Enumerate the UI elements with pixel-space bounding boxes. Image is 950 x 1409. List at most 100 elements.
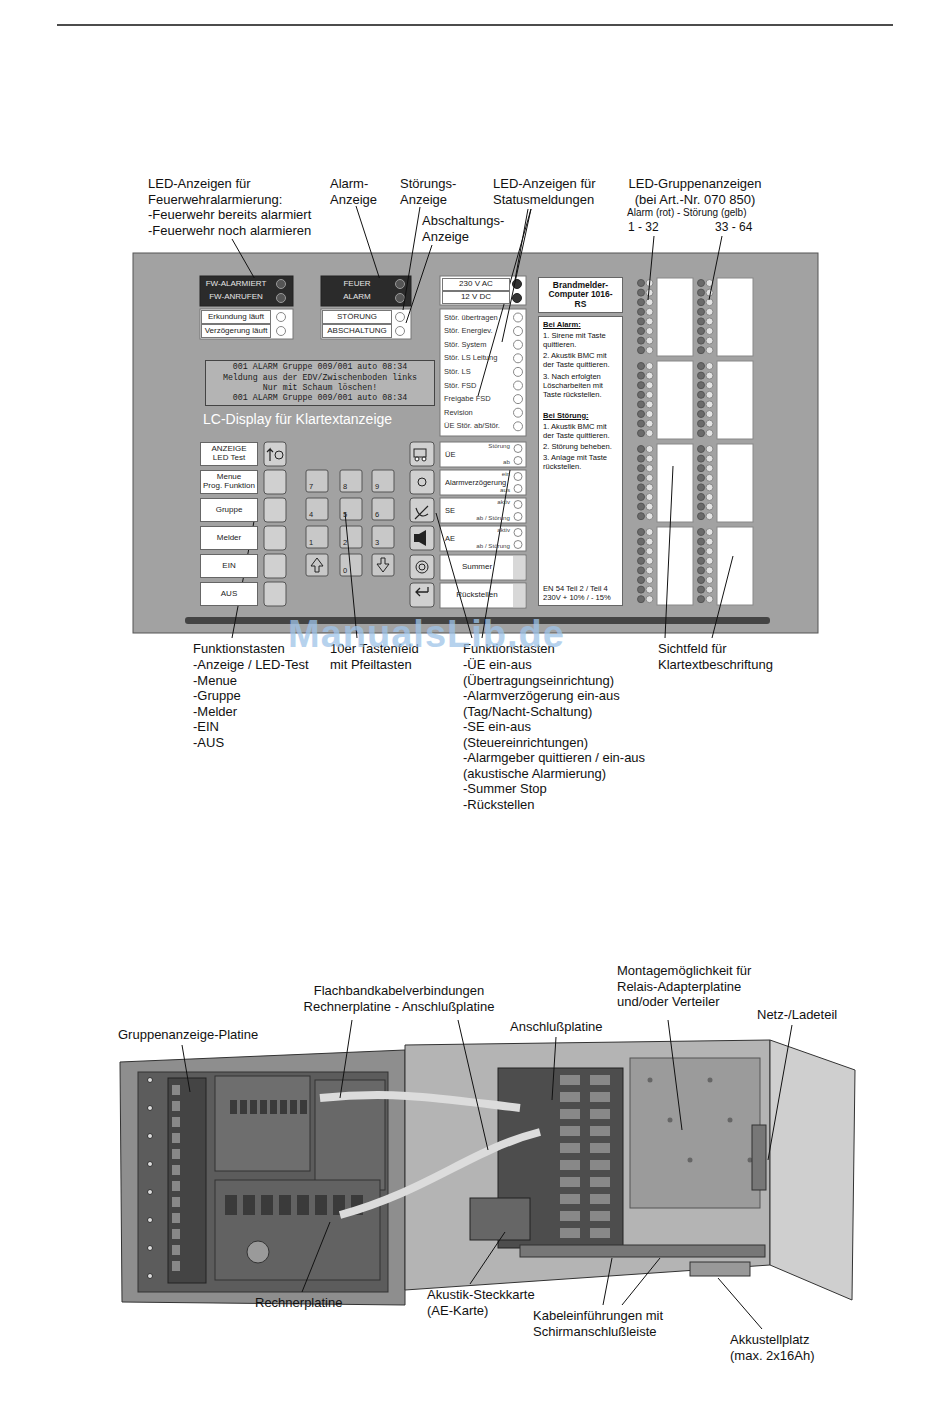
- computer-board: [215, 1180, 380, 1280]
- group-led: [706, 318, 713, 325]
- box-text: ÜE Stör. ab/Stör.: [444, 422, 500, 430]
- group-led: [646, 337, 653, 344]
- terminal: [560, 1194, 580, 1204]
- group-led: [706, 513, 713, 520]
- callout-label: -AUS: [193, 735, 224, 751]
- group-led: [646, 465, 653, 472]
- group-led: [646, 401, 653, 408]
- box-text: Störung: [488, 443, 510, 450]
- key-plate: [440, 555, 526, 580]
- terminal: [590, 1160, 610, 1170]
- group-led: [638, 557, 645, 564]
- terminal: [560, 1177, 580, 1187]
- leader-line: [340, 1020, 352, 1098]
- group-led: [698, 363, 705, 370]
- key-button: [410, 583, 434, 607]
- group-led: [646, 577, 653, 584]
- led: [277, 280, 286, 289]
- cable-entry-strip: [520, 1245, 765, 1257]
- callout-label: Alarm- Anzeige: [330, 176, 385, 207]
- panel-box: EIN: [200, 554, 258, 578]
- panel-box: AEaktivab / Störung: [441, 526, 513, 551]
- group-led: [698, 529, 705, 536]
- group-led: [638, 474, 645, 481]
- box-text: ALARM: [343, 293, 371, 302]
- callout-label: Netz-/Ladeteil: [757, 1007, 837, 1023]
- key-plate: [440, 498, 526, 523]
- instruction-panel: Bei Alarm:1. Sirene mit Taste quittieren…: [538, 316, 623, 606]
- box-text: aktiv: [497, 499, 510, 506]
- buzzer: [247, 1241, 269, 1263]
- board-component: [172, 1165, 180, 1175]
- group-led: [638, 382, 645, 389]
- callout-label: LED-Anzeigen für Statusmeldungen: [493, 176, 608, 207]
- lc-display: 001 ALARM Gruppe 009/001 auto 08:34Meldu…: [205, 360, 435, 406]
- board-component: [172, 1245, 180, 1255]
- group-led: [706, 474, 713, 481]
- keypad-key: [372, 470, 394, 492]
- hinge-screw: [148, 1218, 153, 1223]
- icon-arrow: [267, 449, 273, 461]
- mounting-hole: [728, 1118, 733, 1123]
- panel-box: Verzögerung läuft: [201, 324, 271, 338]
- group-led: [646, 308, 653, 315]
- group-led: [638, 318, 645, 325]
- group-led: [698, 328, 705, 335]
- chip: [261, 1195, 273, 1215]
- callout-label: Flachbandkabelverbindungen Rechnerplatin…: [286, 983, 512, 1014]
- group-led: [706, 372, 713, 379]
- callout-label: Abschaltungs- Anzeige: [422, 213, 517, 244]
- battery-place: [690, 1262, 750, 1276]
- group-led: [706, 465, 713, 472]
- leader-line: [668, 1020, 682, 1130]
- callout-label: Montagemöglichkeit für Relais-Adapterpla…: [617, 963, 769, 1010]
- chip: [225, 1195, 237, 1215]
- group-led: [706, 363, 713, 370]
- group-led: [698, 465, 705, 472]
- panel-box: Stör. LS Leitung: [441, 352, 511, 366]
- group-led: [638, 401, 645, 408]
- watermark: ManualsLib.de: [288, 612, 565, 658]
- group-led: [706, 411, 713, 418]
- label-field: [717, 527, 753, 605]
- terminal: [560, 1160, 580, 1170]
- box-text: Prog. Funktion: [203, 482, 255, 491]
- leader-line: [458, 1020, 488, 1150]
- led: [396, 280, 405, 289]
- callout-label: -Melder: [193, 704, 237, 720]
- group-led: [698, 513, 705, 520]
- terminal: [560, 1228, 580, 1238]
- group-led: [638, 446, 645, 453]
- group-led: [646, 567, 653, 574]
- led: [277, 294, 286, 303]
- board-component: [172, 1181, 180, 1191]
- group-led: [706, 529, 713, 536]
- box-text: ANZEIGE: [211, 445, 246, 454]
- leader-line: [482, 470, 510, 638]
- box-text: Alarmverzögerung: [445, 478, 506, 486]
- group-led: [646, 596, 653, 603]
- group-led: [698, 337, 705, 344]
- board-component: [172, 1117, 180, 1127]
- leader-line: [709, 236, 722, 300]
- group-led: [698, 557, 705, 564]
- terminal: [590, 1075, 610, 1085]
- group-led: [706, 538, 713, 545]
- callout-label: Akkustellplatz (max. 2x16Ah): [730, 1332, 840, 1363]
- group-led: [638, 328, 645, 335]
- leader-line: [648, 236, 654, 300]
- leader-line: [515, 209, 528, 280]
- mounting-hole: [708, 1078, 713, 1083]
- group-led: [646, 513, 653, 520]
- group-led: [646, 347, 653, 354]
- box-text: Stör. LS Leitung: [444, 354, 497, 362]
- group-led: [698, 411, 705, 418]
- group-led: [698, 372, 705, 379]
- leader-line: [182, 1045, 190, 1092]
- key-plate-end: [513, 556, 525, 579]
- group-led: [638, 347, 645, 354]
- chip: [315, 1195, 327, 1215]
- key-button: [264, 554, 286, 578]
- group-led: [646, 299, 653, 306]
- key-button: [264, 526, 286, 550]
